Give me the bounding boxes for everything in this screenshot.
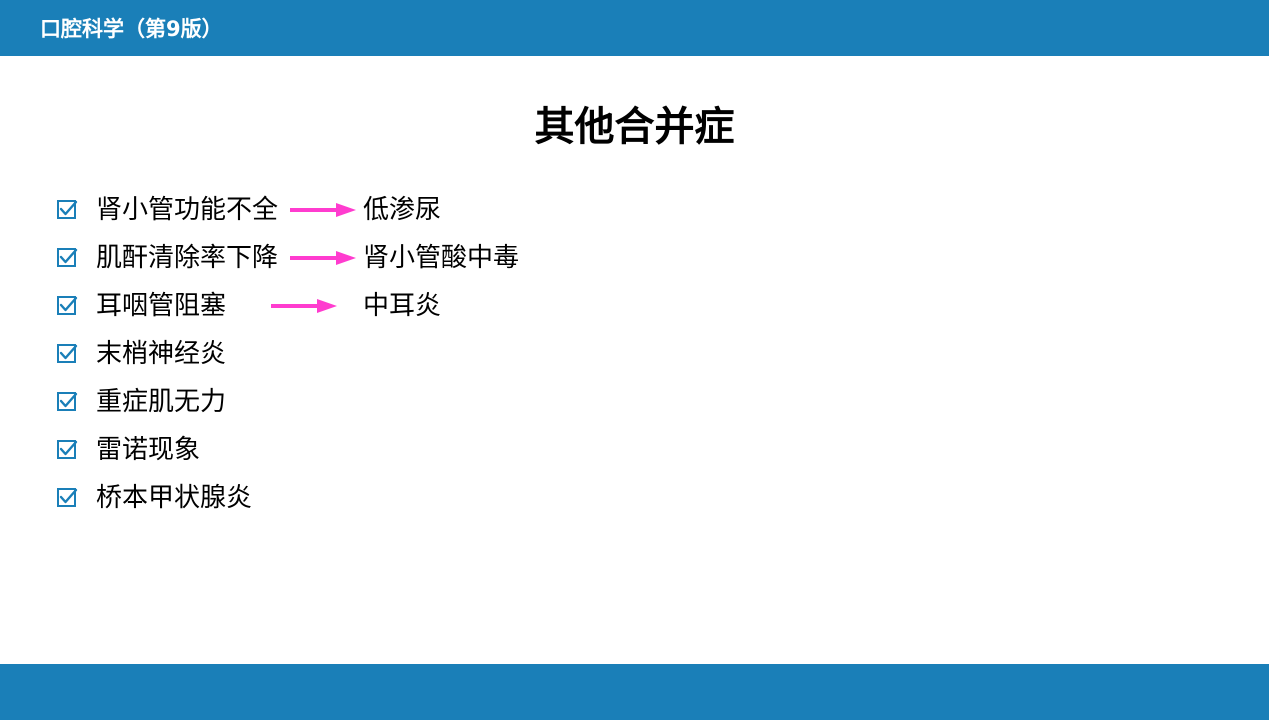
list-item: 末梢神经炎 <box>0 334 700 374</box>
item-label: 重症肌无力 <box>96 387 227 417</box>
checkbox-checked-icon <box>57 200 78 219</box>
list-item: 雷诺现象 <box>0 430 700 470</box>
list-item: 肾小管功能不全 低渗尿 <box>0 190 700 230</box>
arrow-right-icon <box>271 299 337 313</box>
item-label: 肾小管功能不全 <box>96 195 279 225</box>
checkbox-checked-icon <box>57 344 78 363</box>
list-item: 桥本甲状腺炎 <box>0 478 700 518</box>
item-result: 肾小管酸中毒 <box>363 243 520 273</box>
arrow-right-icon <box>290 203 356 217</box>
item-result: 中耳炎 <box>363 291 442 321</box>
arrow-right-icon <box>290 251 356 265</box>
checkbox-checked-icon <box>57 488 78 507</box>
list-item: 肌酐清除率下降 肾小管酸中毒 <box>0 238 700 278</box>
header-bar: 口腔科学（第9版） <box>0 0 1269 56</box>
item-label: 耳咽管阻塞 <box>96 291 227 321</box>
checkbox-checked-icon <box>57 248 78 267</box>
item-label: 末梢神经炎 <box>96 339 227 369</box>
item-label: 桥本甲状腺炎 <box>96 483 253 513</box>
item-result: 低渗尿 <box>363 195 442 225</box>
checkbox-checked-icon <box>57 392 78 411</box>
list-item: 耳咽管阻塞 中耳炎 <box>0 286 700 326</box>
course-title: 口腔科学（第9版） <box>40 17 223 41</box>
item-label: 肌酐清除率下降 <box>96 243 279 273</box>
slide-title: 其他合并症 <box>534 104 735 150</box>
checkbox-checked-icon <box>57 440 78 459</box>
checkbox-checked-icon <box>57 296 78 315</box>
list-item: 重症肌无力 <box>0 382 700 422</box>
footer-bar <box>0 664 1269 720</box>
item-label: 雷诺现象 <box>96 435 201 465</box>
